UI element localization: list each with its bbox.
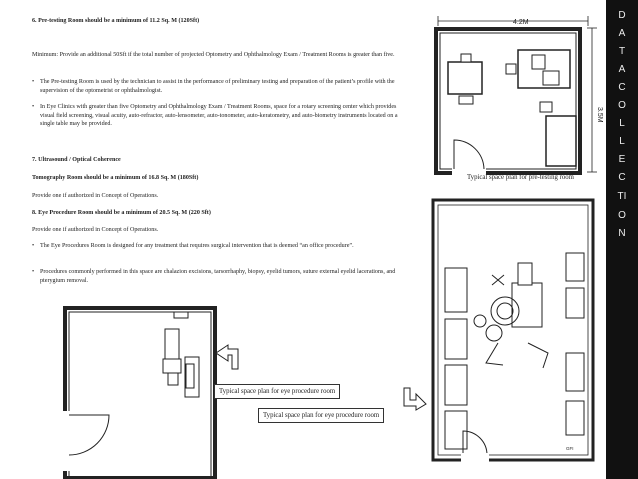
- sec6-bullet-1-text: The Pre-testing Room is used by the tech…: [40, 79, 395, 94]
- door-swing-icon: [462, 430, 488, 456]
- sidebar-letter: E: [618, 154, 626, 165]
- width-dimension-label: 4.2M: [513, 19, 529, 26]
- door-swing-icon: [68, 414, 110, 456]
- sidebar-letter: TI: [617, 191, 627, 202]
- sec7-paragraph: Provide one if authorized in Concept of …: [32, 193, 159, 199]
- sec7-heading-b: Tomography Room should be a minimum of 1…: [32, 175, 199, 181]
- sidebar-letter: D: [618, 10, 626, 21]
- sec8-bullet-2: • Procedures commonly performed in this …: [32, 268, 412, 285]
- height-dimension-label: 3.5M: [596, 107, 603, 123]
- sidebar-letter: N: [618, 228, 626, 239]
- sec8-bullet-2-text: Procedures commonly performed in this sp…: [40, 269, 396, 284]
- arrow-up-left-icon: [215, 344, 239, 370]
- bullet-icon: •: [32, 79, 35, 85]
- pretesting-walls: [434, 27, 582, 175]
- sec7-heading-a: 7. Ultrasound / Optical Coherence: [32, 157, 121, 163]
- sec6-heading: 6. Pre-testing Room should be a minimum …: [32, 18, 200, 24]
- pretesting-caption: Typical space plan for pre-testing room: [467, 174, 574, 181]
- procedure-room-plan-small: [61, 306, 217, 479]
- cabinet: [545, 115, 577, 167]
- sec6-bullet-2-text: In Eye Clinics with greater than five Op…: [40, 104, 398, 127]
- sec6-bullet-1: • The Pre-testing Room is used by the te…: [32, 78, 412, 95]
- sidebar-letter: C: [618, 82, 626, 93]
- bullet-icon: •: [32, 243, 35, 249]
- procedure-furniture: [444, 252, 585, 450]
- sidebar-letter: T: [618, 46, 626, 57]
- procedure-walls: [431, 198, 595, 462]
- sec8-bullet-1-text: The Eye Procedures Room is designed for …: [40, 243, 354, 249]
- sidebar-letter: L: [619, 136, 625, 147]
- sec8-heading: 8. Eye Procedure Room should be a minimu…: [32, 210, 211, 216]
- sidebar-letter: C: [618, 172, 626, 183]
- sidebar-letter: A: [618, 28, 626, 39]
- dimension-lines: [437, 16, 597, 173]
- data-collection-sidebar: D A T A C O L L E C TI O N: [606, 0, 638, 479]
- arrow-down-right-icon: [403, 387, 427, 411]
- procedure-room-plan-large: GFI: [431, 198, 595, 463]
- desk-left: [447, 61, 483, 95]
- procedure-chair-icon: [473, 274, 549, 369]
- sidebar-letter: O: [618, 100, 626, 111]
- sec8-paragraph: Provide one if authorized in Concept of …: [32, 227, 159, 233]
- procedure-caption-left: Typical space plan for eye procedure roo…: [214, 384, 341, 399]
- pretesting-room-plan: 4.2M 3.5M: [434, 16, 603, 176]
- bullet-icon: •: [32, 269, 35, 275]
- bullet-icon: •: [32, 104, 35, 110]
- sidebar-letter: A: [618, 64, 626, 75]
- door-swing-icon: [453, 139, 485, 170]
- sec8-bullet-1: • The Eye Procedures Room is designed fo…: [32, 242, 412, 251]
- sec6-paragraph: Minimum: Provide an additional 50Sft if …: [32, 52, 395, 58]
- sidebar-letter: O: [618, 210, 626, 221]
- sec6-bullet-2: • In Eye Clinics with greater than five …: [32, 103, 412, 129]
- procedure-small-furniture: [162, 311, 200, 398]
- procedure-caption-right: Typical space plan for eye procedure roo…: [258, 408, 385, 423]
- svg-text:GFI: GFI: [566, 446, 574, 451]
- sidebar-letter: L: [619, 118, 625, 129]
